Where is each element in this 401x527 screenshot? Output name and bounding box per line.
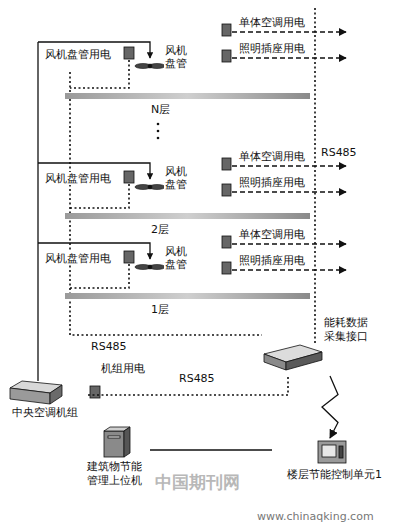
bus-label: RS485 [178,372,216,385]
load-label: 单体空调用电 [238,150,306,163]
ellipsis-dots [157,123,160,140]
load-label: 照明插座用电 [238,42,306,55]
server-icon [104,427,130,457]
load-label: 照明插座用电 [238,176,306,189]
power-line [38,42,150,381]
device-label: 风机盘管 [164,165,192,191]
load-label: 单体空调用电 [238,228,306,241]
floor-label: 1层 [150,303,170,316]
watermark: www.chinaqking.com [256,510,375,523]
bus-label: RS485 [320,146,358,159]
floor-slab [65,93,310,299]
floor-controller: 楼层节能控制单元1 [272,438,397,484]
network-link [150,449,272,450]
load-label: 单体空调用电 [238,16,306,29]
data-collector: 能耗数据采集接口 [258,316,388,376]
load-label: 照明插座用电 [238,254,306,267]
controller-icon [318,441,346,463]
fan-icon [135,64,165,270]
bus-label: RS485 [90,340,128,353]
load-label: 风机盘管用电 [44,252,112,265]
node-caption: 楼层节能控制单元1 [272,468,397,482]
ac-unit: 中央空调机组 [2,378,88,422]
load-label: 机组用电 [100,362,146,375]
device-label: 风机盘管 [164,245,192,271]
floor-label: N层 [150,103,171,116]
host-computer: 建筑物节能管理上位机 [78,426,150,490]
node-caption: 中央空调机组 [2,406,88,420]
ac-unit-icon [10,381,62,404]
node-caption: 能耗数据采集接口 [320,316,372,344]
collector-icon [264,345,322,370]
load-label: 风机盘管用电 [44,48,112,61]
load-label: 风机盘管用电 [44,172,112,185]
floor-label: 2层 [150,223,170,236]
meter-icon [90,24,231,398]
device-label: 风机盘管 [164,44,192,70]
wireless-link [322,376,338,438]
watermark: 中国期刊网 [154,472,241,492]
node-caption: 建筑物节能管理上位机 [84,460,144,488]
